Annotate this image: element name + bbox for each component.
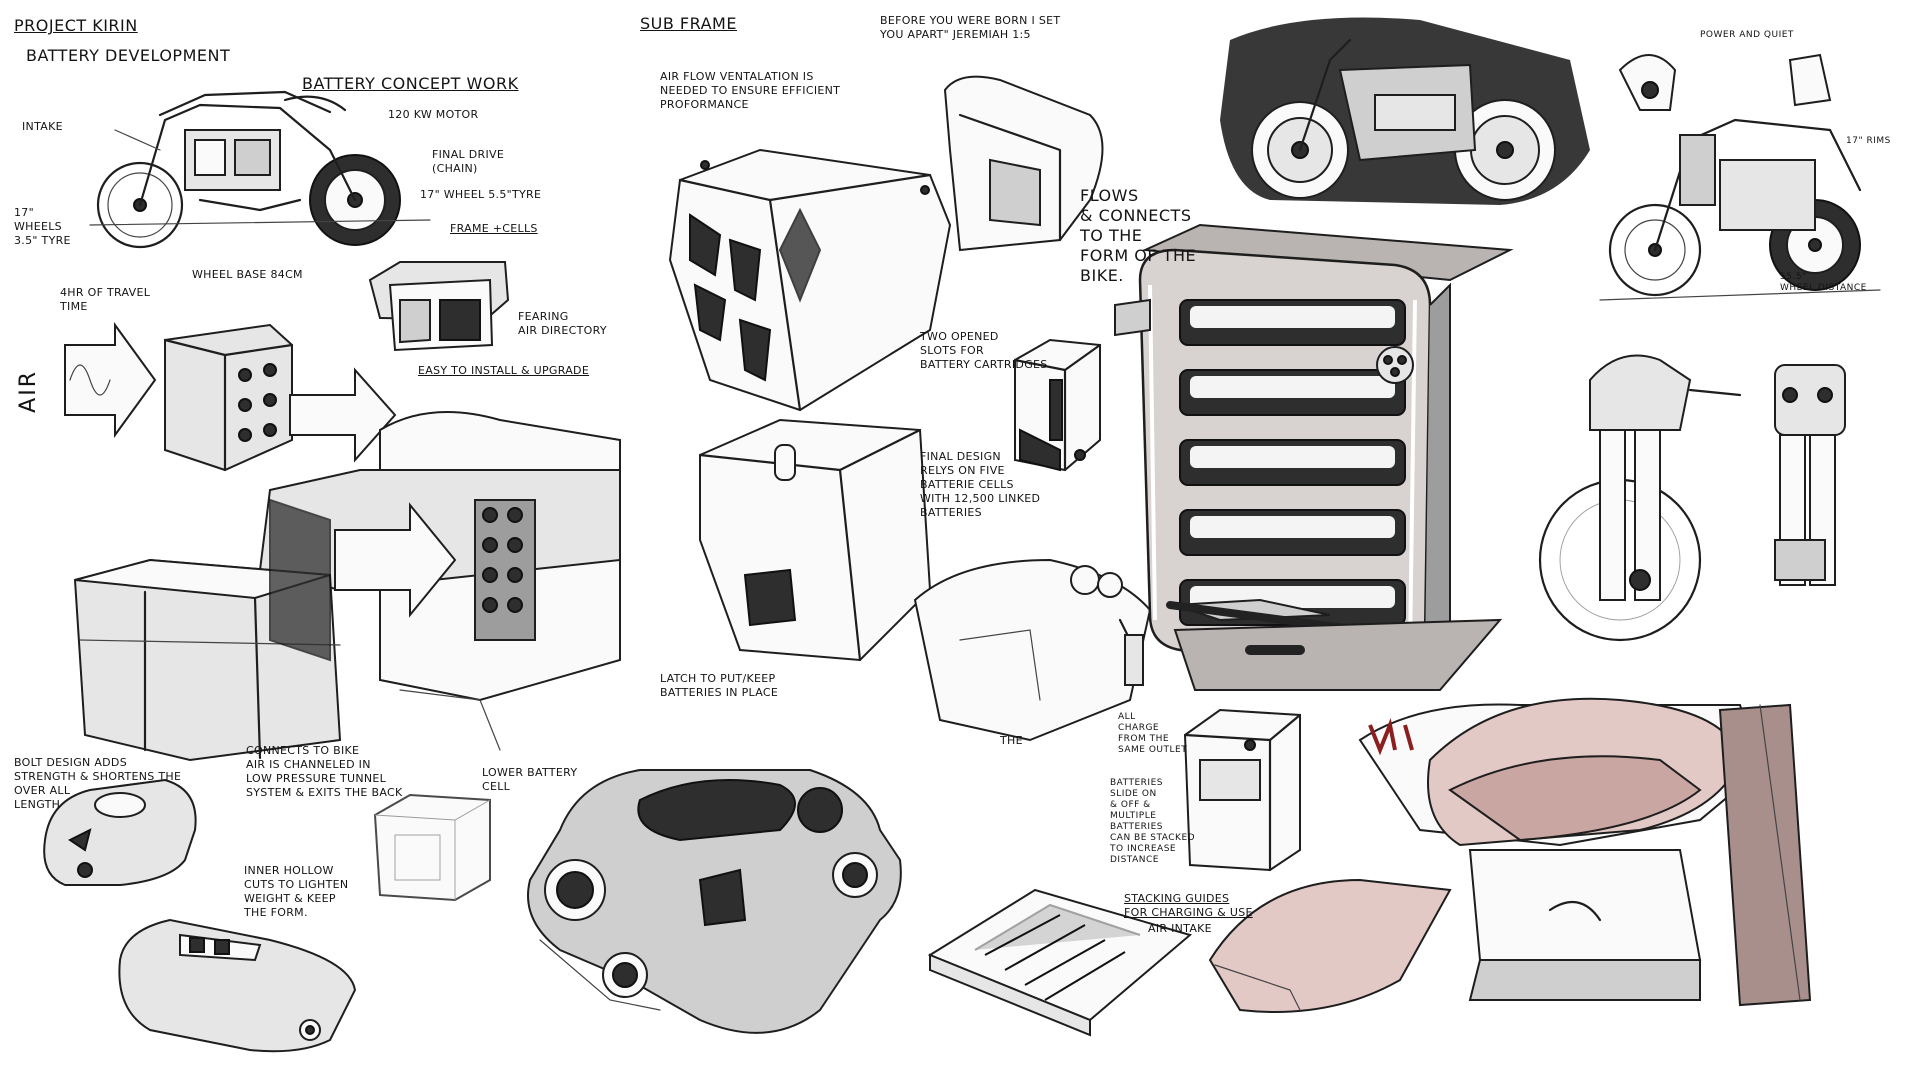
vented-housing-sketch bbox=[668, 148, 952, 412]
quote-note: BEFORE YOU WERE BORN I SET YOU APART" JE… bbox=[880, 14, 1061, 41]
final-drive-note: FINAL DRIVE (CHAIN) bbox=[432, 148, 505, 175]
rims-note: 17" RIMS bbox=[1846, 136, 1891, 146]
bolt-part-sketch bbox=[43, 778, 197, 886]
stacked-module-sketch bbox=[1183, 708, 1302, 872]
triple-clamp-sketch bbox=[527, 769, 902, 1034]
project-title: PROJECT KIRIN bbox=[14, 16, 138, 35]
air-label: AIR bbox=[16, 370, 41, 413]
stacking-tray-sketch bbox=[927, 888, 1193, 1037]
power-quiet-note: POWER AND QUIET bbox=[1700, 30, 1794, 40]
travel-time-note: 4HR OF TRAVEL TIME bbox=[60, 286, 151, 313]
cartridge-small-sketch bbox=[1013, 338, 1102, 472]
battery-cartridge-sketch bbox=[698, 418, 932, 662]
air-flow-diagram bbox=[64, 321, 397, 472]
flowing-shell-sketch bbox=[943, 75, 1104, 252]
inner-hollow-part-sketch bbox=[118, 918, 357, 1053]
subframe-battery-large bbox=[73, 411, 621, 762]
battery-pack-render bbox=[1114, 223, 1514, 691]
all-charge-note: ALL CHARGE FROM THE SAME OUTLET bbox=[1118, 712, 1188, 755]
air-intake-note: AIR INTAKE bbox=[1148, 922, 1212, 935]
battery-concept-work-note: BATTERY CONCEPT WORK bbox=[302, 74, 519, 93]
connects-bike-note: CONNECTS TO BIKE AIR IS CHANNELED IN LOW… bbox=[246, 744, 403, 799]
transparent-cell-sketch bbox=[373, 793, 491, 902]
the-note: THE bbox=[1000, 734, 1023, 747]
front-wheels-note: 17" WHEELS 3.5" TYRE bbox=[14, 206, 71, 247]
fuel-tank-sketch bbox=[913, 558, 1152, 742]
motorcycle-marker-render bbox=[1220, 17, 1590, 205]
rear-wheel-note: 17" WHEEL 5.5"TYRE bbox=[420, 188, 542, 201]
bike-tank-render bbox=[1208, 697, 1812, 1013]
lower-battery-note: LOWER BATTERY CELL bbox=[482, 766, 578, 793]
frame-cells-sketch bbox=[368, 261, 510, 352]
front-fork-sketch bbox=[1538, 354, 1846, 642]
easy-install-note: EASY TO INSTALL & UPGRADE bbox=[418, 364, 590, 377]
latch-note: LATCH TO PUT/KEEP BATTERIES IN PLACE bbox=[660, 672, 779, 699]
wheel-distance-note: 55.5" WHEEL DISTANCE bbox=[1780, 272, 1867, 293]
sub-frame-title: SUB FRAME bbox=[640, 14, 737, 33]
stacking-guides-note: STACKING GUIDES FOR CHARGING & USE bbox=[1124, 892, 1253, 919]
bolt-design-note: BOLT DESIGN ADDS STRENGTH & SHORTENS THE… bbox=[14, 756, 182, 811]
inner-hollow-note: INNER HOLLOW CUTS TO LIGHTEN WEIGHT & KE… bbox=[244, 864, 349, 919]
airflow-note: AIR FLOW VENTALATION IS NEEDED TO ENSURE… bbox=[660, 70, 841, 111]
batteries-slide-note: BATTERIES SLIDE ON & OFF & MULTIPLE BATT… bbox=[1110, 778, 1196, 865]
intake-note: INTAKE bbox=[22, 120, 63, 133]
fearing-note: FEARING AIR DIRECTORY bbox=[518, 310, 607, 337]
two-opened-note: TWO OPENED SLOTS FOR BATTERY CARTRIDGES bbox=[920, 330, 1048, 371]
final-design-note: FINAL DESIGN RELYS ON FIVE BATTERIE CELL… bbox=[920, 450, 1041, 519]
wheel-base-note: WHEEL BASE 84CM bbox=[192, 268, 303, 281]
motorcycle-sketch-small bbox=[89, 90, 431, 249]
flows-note: FLOWS & CONNECTS TO THE FORM OF THE BIKE… bbox=[1080, 186, 1197, 285]
motor-note: 120 KW MOTOR bbox=[388, 108, 479, 121]
frame-cells-note: FRAME +CELLS bbox=[450, 222, 538, 235]
motorcycle-line-sketch-right bbox=[1599, 53, 1881, 301]
battery-development-note: BATTERY DEVELOPMENT bbox=[26, 46, 231, 65]
